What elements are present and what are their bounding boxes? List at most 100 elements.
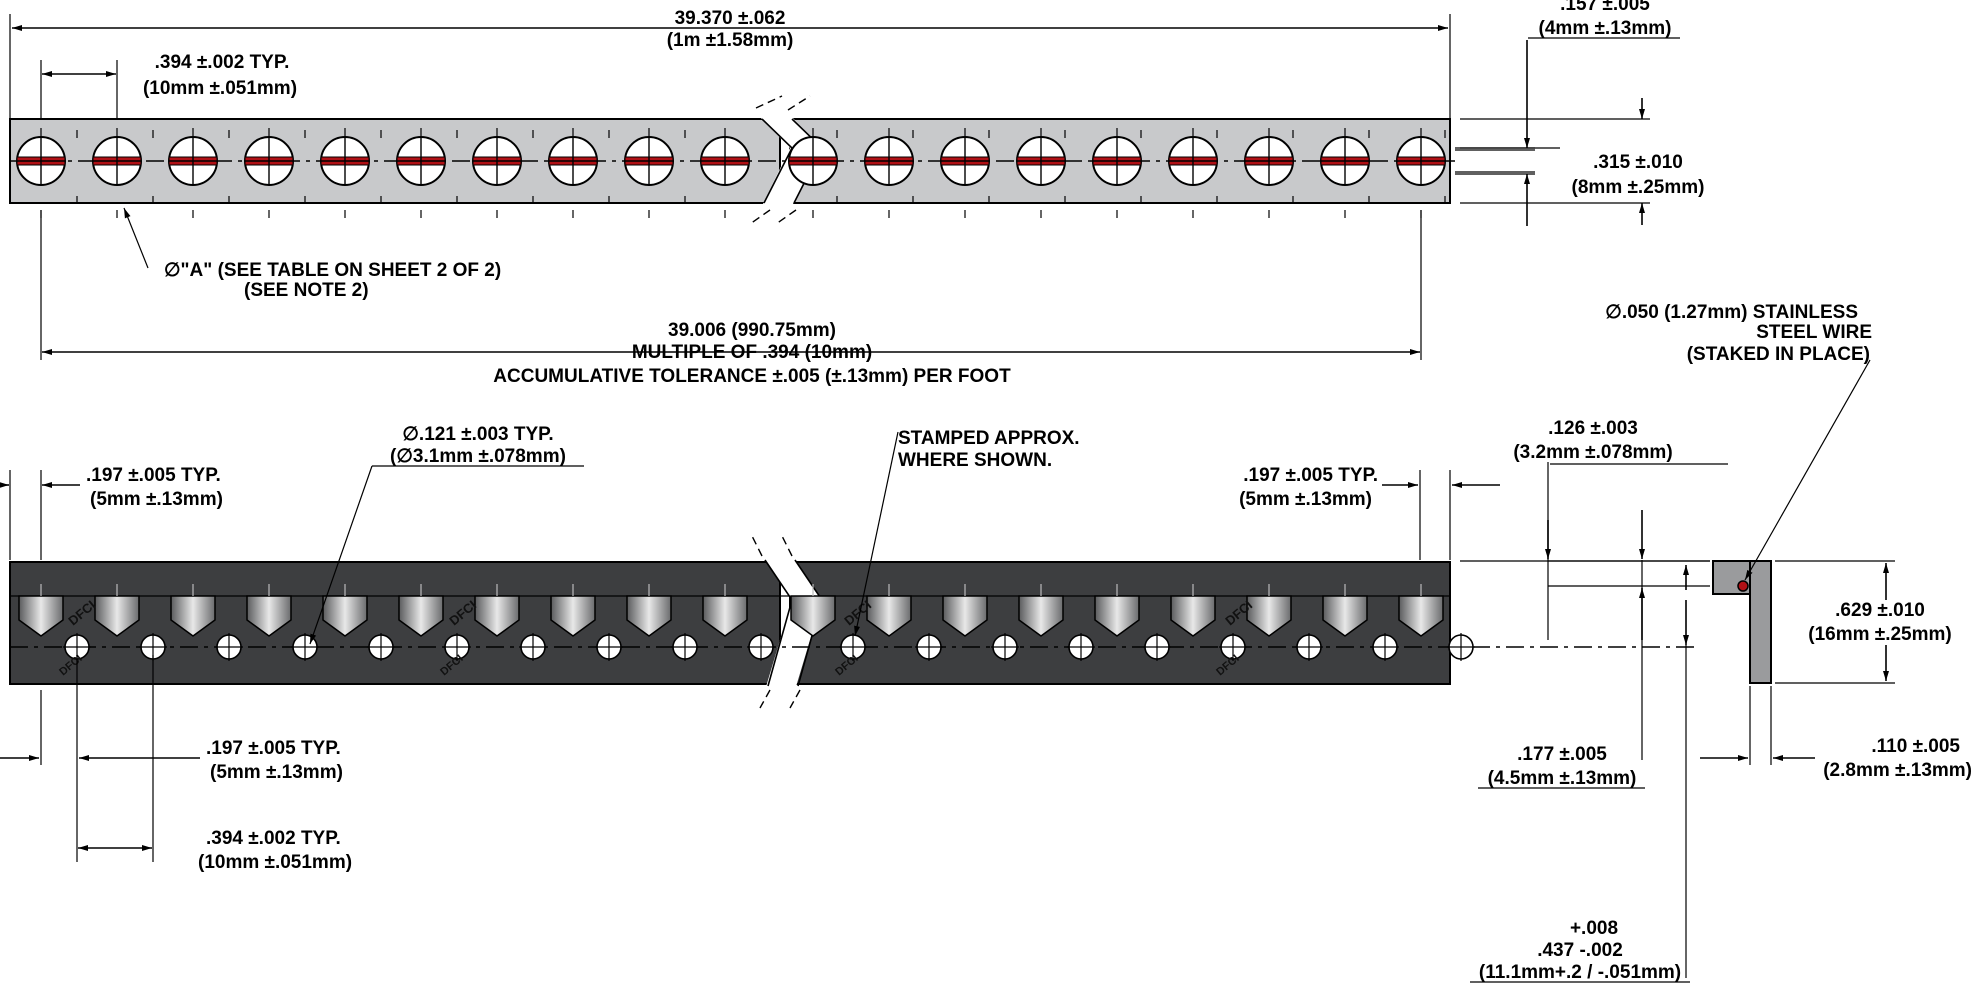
top-hole: [700, 136, 750, 186]
wire-callout-line2: STEEL WIRE: [1756, 322, 1872, 343]
wire-offset-top-line1: .157 ±.005: [1560, 0, 1650, 15]
end-left-line1: .197 ±.005 TYP.: [86, 465, 221, 486]
wire-callout-line1: ∅.050 (1.27mm) STAINLESS: [1605, 302, 1858, 323]
overall-height-line2: .437 -.002: [1537, 940, 1623, 961]
top-hole: [16, 136, 66, 186]
front-hole: [747, 633, 775, 661]
top-hole: [788, 136, 838, 186]
center-span-line1: 39.006 (990.75mm): [668, 320, 836, 341]
end-right-line2: (5mm ±.13mm): [1239, 489, 1372, 510]
stamp-note-line2: WHERE SHOWN.: [898, 450, 1052, 471]
dimension-texts: 39.370 ±.062 (1m ±1.58mm) .394 ±.002 TYP…: [86, 0, 1972, 983]
hole-callout-line1: ∅"A" (SEE TABLE ON SHEET 2 OF 2): [164, 260, 501, 281]
top-view: [9, 95, 1455, 225]
dimension-lines: [0, 14, 1895, 978]
front-hole: [1295, 633, 1323, 661]
front-hole: [215, 633, 243, 661]
front-hole: [991, 633, 1019, 661]
tooth: [18, 595, 64, 637]
side-height-line2: (16mm ±.25mm): [1808, 624, 1951, 645]
hole-height-line2: (4.5mm ±.13mm): [1488, 768, 1637, 789]
tooth: [550, 595, 596, 637]
tooth: [866, 595, 912, 637]
top-hole: [1168, 136, 1218, 186]
tooth: [1094, 595, 1140, 637]
front-hole: [671, 633, 699, 661]
pitch-top-line2: (10mm ±.051mm): [143, 78, 297, 99]
tooth: [942, 595, 988, 637]
wire-height-line2: (3.2mm ±.078mm): [1513, 442, 1672, 463]
tooth: [1246, 595, 1292, 637]
top-hole: [244, 136, 294, 186]
top-hole: [1092, 136, 1142, 186]
tooth: [474, 595, 520, 637]
center-span-line3: ACCUMULATIVE TOLERANCE ±.005 (±.13mm) PE…: [493, 366, 1011, 387]
top-hole: [940, 136, 990, 186]
hole-height-line1: .177 ±.005: [1517, 744, 1607, 765]
tooth: [398, 595, 444, 637]
wire-callout-line3: (STAKED IN PLACE): [1687, 344, 1870, 365]
top-hole: [168, 136, 218, 186]
small-hole-line2: (∅3.1mm ±.078mm): [390, 446, 566, 467]
front-hole: [1067, 633, 1095, 661]
tooth: [170, 595, 216, 637]
wire-height-line1: .126 ±.003: [1548, 418, 1638, 439]
front-hole: [519, 633, 547, 661]
tooth: [1398, 595, 1444, 637]
strip-height-line1: .315 ±.010: [1593, 152, 1683, 173]
end-right-line1: .197 ±.005 TYP.: [1243, 465, 1378, 486]
hole-pitch-line2: (10mm ±.051mm): [198, 852, 352, 873]
top-hole: [864, 136, 914, 186]
strip-height-line2: (8mm ±.25mm): [1572, 177, 1705, 198]
hole-pitch-line1: .394 ±.002 TYP.: [206, 828, 341, 849]
top-hole: [1244, 136, 1294, 186]
front-hole: [915, 633, 943, 661]
top-hole: [92, 136, 142, 186]
front-hole: [1371, 633, 1399, 661]
front-hole: [443, 633, 471, 661]
hole-offset-line2: (5mm ±.13mm): [210, 762, 343, 783]
tooth: [1322, 595, 1368, 637]
tooth: [702, 595, 748, 637]
hole-callout-line2: (SEE NOTE 2): [244, 280, 369, 301]
top-hole: [320, 136, 370, 186]
wire-offset-top-line2: (4mm ±.13mm): [1539, 18, 1672, 39]
side-view: [1712, 560, 1772, 684]
tooth: [246, 595, 292, 637]
side-thickness-line2: (2.8mm ±.13mm): [1823, 760, 1972, 781]
stamp-note-line1: STAMPED APPROX.: [898, 428, 1080, 449]
side-profile-leg: [1749, 560, 1772, 684]
side-thickness-line1: .110 ±.005: [1871, 736, 1960, 757]
top-hole: [624, 136, 674, 186]
overall-length-line2: (1m ±1.58mm): [667, 30, 794, 51]
front-hole: [1143, 633, 1171, 661]
top-hole: [472, 136, 522, 186]
tooth: [322, 595, 368, 637]
side-height-line1: .629 ±.010: [1835, 600, 1925, 621]
tooth: [1170, 595, 1216, 637]
end-left-line2: (5mm ±.13mm): [90, 489, 223, 510]
tooth: [790, 595, 836, 637]
tooth: [626, 595, 672, 637]
top-hole: [396, 136, 446, 186]
front-hole: [839, 633, 867, 661]
pitch-top-line1: .394 ±.002 TYP.: [155, 52, 290, 73]
hole-offset-line1: .197 ±.005 TYP.: [206, 738, 341, 759]
top-wire-holes: [16, 128, 1446, 218]
front-hole: [595, 633, 623, 661]
overall-height-line3: (11.1mm+.2 / -.051mm): [1479, 962, 1681, 983]
tooth: [1018, 595, 1064, 637]
text-underlines: [1470, 37, 1728, 983]
overall-height-line1: +.008: [1570, 918, 1618, 939]
top-hole: [1396, 136, 1446, 186]
front-hole: [1219, 633, 1247, 661]
top-hole: [1320, 136, 1370, 186]
front-hole: [1447, 633, 1475, 661]
small-hole-line1: ∅.121 ±.003 TYP.: [402, 424, 553, 445]
top-hole: [548, 136, 598, 186]
tooth: [94, 595, 140, 637]
side-wire-dot: [1737, 580, 1749, 592]
overall-length-line1: 39.370 ±.062: [675, 8, 786, 29]
